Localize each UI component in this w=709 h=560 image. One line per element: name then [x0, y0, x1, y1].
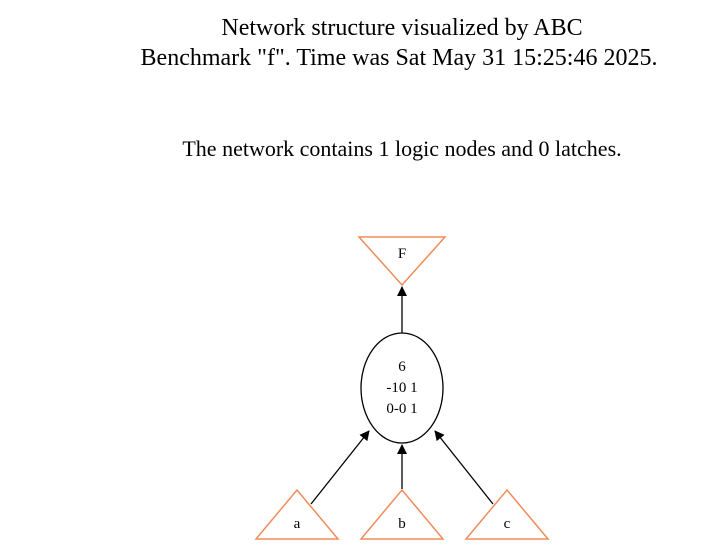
input-node-b: b — [359, 488, 445, 540]
logic-node-6-shape — [360, 332, 444, 444]
title-line-2: Benchmark "f". Time was Sat May 31 15:25… — [141, 45, 658, 71]
output-node-f-shape — [357, 236, 447, 287]
input-node-c-label: c — [504, 516, 511, 532]
input-node-a-shape — [254, 488, 340, 540]
logic-node-6-cover-2: 0-0 1 — [386, 401, 417, 417]
input-node-b-shape — [359, 488, 445, 540]
title-line-1: Network structure visualized by ABC — [221, 15, 582, 41]
logic-node-6-cover-1: -10 1 — [386, 380, 417, 396]
edge-a-to-logic — [310, 430, 370, 505]
input-node-c-shape — [464, 488, 550, 540]
network-summary: The network contains 1 logic nodes and 0… — [182, 136, 621, 161]
input-node-a: a — [254, 488, 340, 540]
output-node-f: F — [357, 236, 447, 287]
logic-node-6: 6 -10 1 0-0 1 — [360, 332, 444, 444]
input-node-b-label: b — [398, 516, 406, 532]
edge-c-to-logic — [434, 430, 494, 505]
input-node-a-label: a — [294, 516, 301, 532]
input-node-c: c — [464, 488, 550, 540]
output-node-f-label: F — [398, 246, 406, 262]
logic-node-6-id: 6 — [398, 359, 406, 375]
